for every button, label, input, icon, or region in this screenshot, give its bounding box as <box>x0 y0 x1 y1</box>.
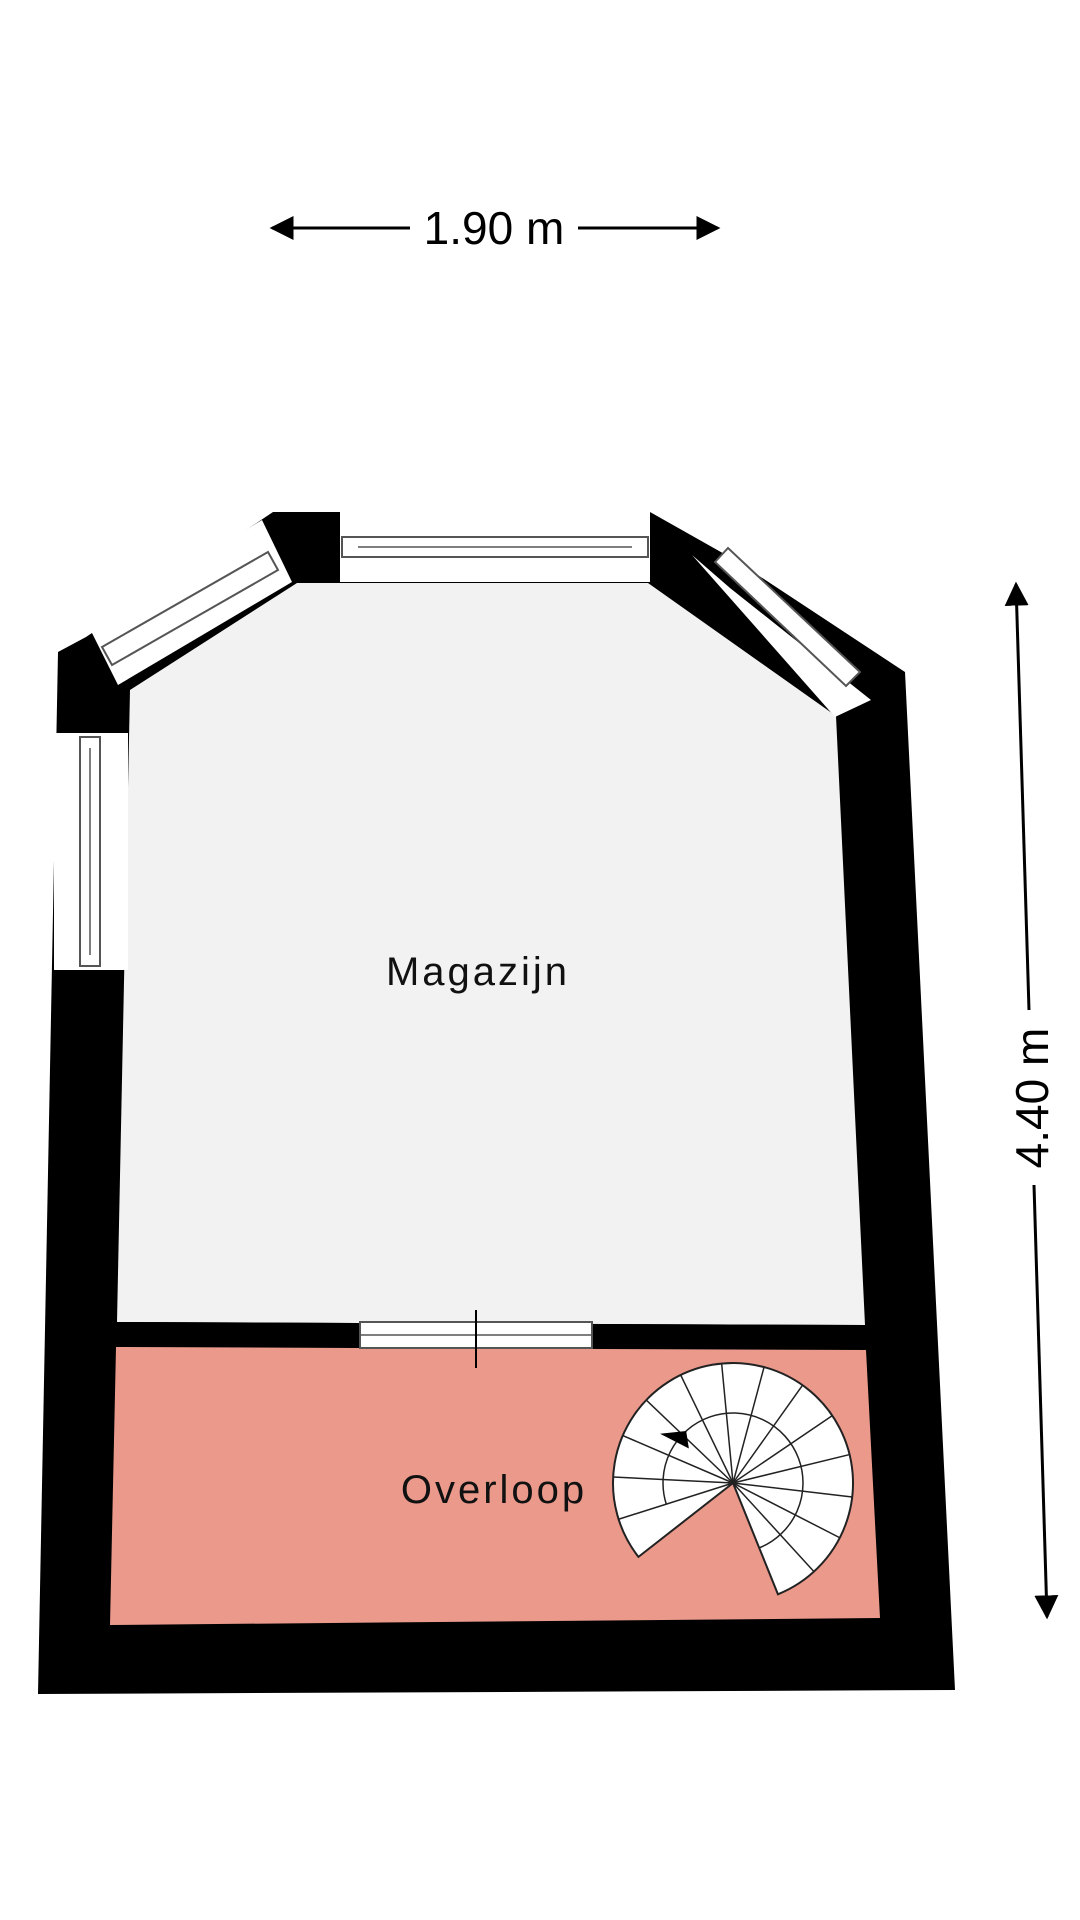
stair-tread <box>732 1453 850 1484</box>
height-dimension: 4.40 m <box>1004 581 1059 1620</box>
stair-direction-arrow <box>660 1430 689 1449</box>
width-dimension-label: 1.90 m <box>424 202 565 254</box>
stair-walkline <box>662 1412 804 1549</box>
room-label-magazijn: Magazijn <box>386 950 570 994</box>
partition-window <box>359 1310 593 1368</box>
stair-tread <box>679 1374 734 1484</box>
stair-tread <box>645 1399 734 1484</box>
window-top-right <box>692 546 871 717</box>
room-magazijn <box>117 583 865 1325</box>
window-top-left <box>88 520 292 685</box>
stair-tread <box>732 1366 765 1484</box>
height-dimension-line-top <box>1004 581 1031 1011</box>
stair-tread <box>732 1482 841 1539</box>
window-left <box>54 733 128 970</box>
height-dimension-label: 4.40 m <box>1006 1028 1058 1169</box>
stair-tread <box>618 1482 734 1520</box>
stair-tread <box>613 1476 734 1484</box>
stair-tread <box>732 1384 804 1484</box>
room-label-overloop: Overloop <box>401 1468 587 1512</box>
stair-tread <box>732 1415 833 1484</box>
window-top <box>340 512 650 582</box>
stair-tread <box>720 1363 734 1484</box>
stair-tread <box>622 1434 734 1484</box>
spiral-staircase <box>612 1362 854 1596</box>
width-dimension: 1.90 m <box>269 202 721 254</box>
stair-tread <box>732 1482 815 1573</box>
stair-tread <box>732 1482 853 1498</box>
height-dimension-line-bottom <box>1032 1184 1059 1620</box>
